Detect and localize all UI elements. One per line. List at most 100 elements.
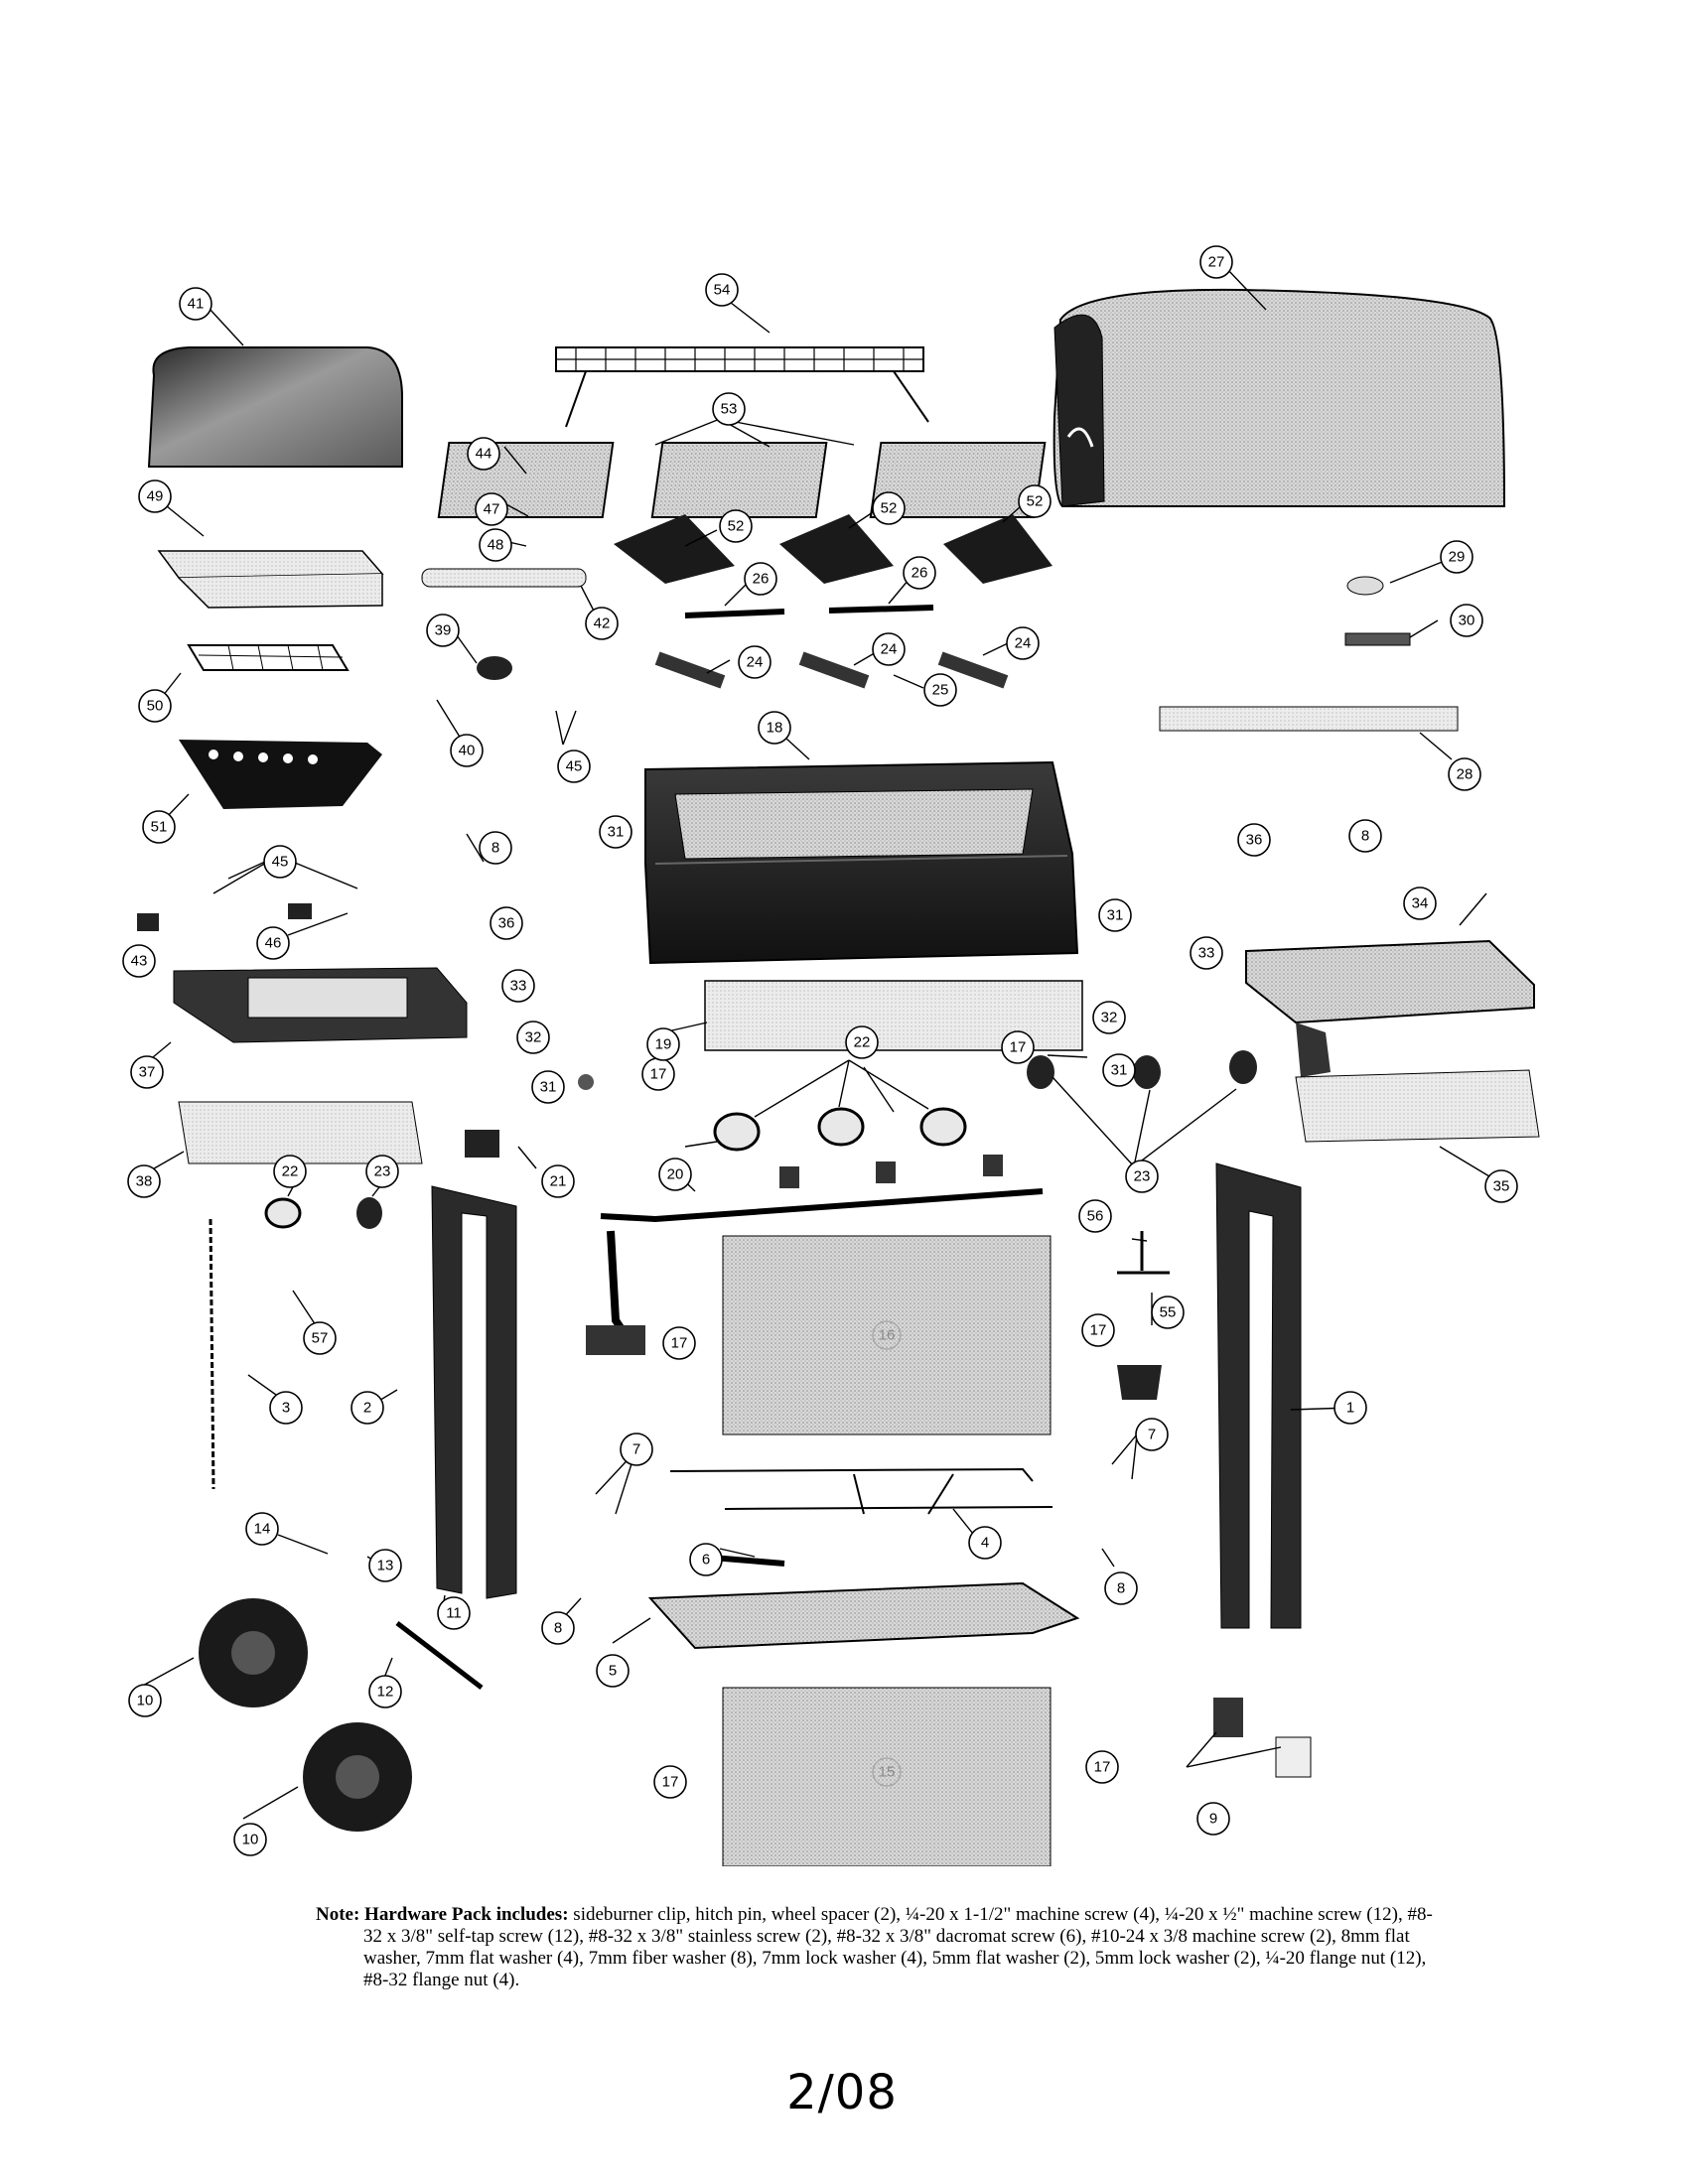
callout-17f: 17 xyxy=(1085,1750,1119,1784)
svg-text:31: 31 xyxy=(540,1079,557,1096)
callout-23b: 23 xyxy=(365,1155,399,1188)
callout-11: 11 xyxy=(437,1596,471,1630)
svg-text:38: 38 xyxy=(136,1173,153,1190)
svg-text:45: 45 xyxy=(272,854,289,871)
callout-40: 40 xyxy=(450,734,484,767)
callout-32a: 32 xyxy=(516,1021,550,1054)
svg-text:8: 8 xyxy=(491,840,499,857)
ignition-knob xyxy=(578,1074,594,1090)
svg-text:32: 32 xyxy=(525,1029,542,1046)
callout-7a: 7 xyxy=(620,1433,653,1466)
callout-31b: 31 xyxy=(1098,898,1132,932)
note-body: sideburner clip, hitch pin, wheel spacer… xyxy=(363,1904,1433,1990)
callout-7b: 7 xyxy=(1135,1418,1169,1451)
cross-braces xyxy=(669,1467,1053,1515)
svg-text:17: 17 xyxy=(662,1774,679,1791)
svg-text:35: 35 xyxy=(1493,1178,1510,1195)
svg-text:14: 14 xyxy=(254,1521,271,1538)
grease-cup-holder xyxy=(1117,1231,1170,1275)
svg-text:27: 27 xyxy=(1208,254,1225,271)
svg-text:8: 8 xyxy=(1361,828,1369,845)
callout-16: 16 xyxy=(872,1320,902,1350)
svg-text:26: 26 xyxy=(912,565,928,582)
callout-8b: 8 xyxy=(1348,819,1382,853)
svg-text:55: 55 xyxy=(1160,1304,1177,1321)
callout-30: 30 xyxy=(1450,604,1483,637)
callout-23a: 23 xyxy=(1125,1160,1159,1193)
svg-text:33: 33 xyxy=(510,978,527,995)
grease-cup xyxy=(1117,1365,1162,1400)
wheels xyxy=(199,1598,412,1832)
svg-text:17: 17 xyxy=(671,1335,688,1352)
svg-text:31: 31 xyxy=(608,824,625,841)
svg-text:20: 20 xyxy=(667,1166,684,1183)
cooking-grates xyxy=(437,442,1047,518)
side-burner-parts xyxy=(157,550,384,809)
callout-31c: 31 xyxy=(531,1070,565,1104)
callout-31d: 31 xyxy=(1102,1053,1136,1087)
right-side-shelf xyxy=(1245,939,1535,1077)
side-rail xyxy=(421,568,587,588)
note-lead: Note: Hardware Pack includes: xyxy=(316,1904,569,1925)
svg-text:44: 44 xyxy=(476,446,492,463)
callout-17e: 17 xyxy=(653,1765,687,1799)
svg-text:12: 12 xyxy=(377,1684,394,1701)
rear-panel xyxy=(1159,706,1459,732)
callout-42: 42 xyxy=(585,607,619,640)
caster-block xyxy=(1213,1698,1243,1737)
svg-text:28: 28 xyxy=(1457,766,1474,783)
svg-text:3: 3 xyxy=(282,1400,290,1417)
callout-53: 53 xyxy=(712,392,746,426)
svg-text:34: 34 xyxy=(1412,895,1429,912)
callout-17a: 17 xyxy=(641,1057,675,1091)
caster-pad xyxy=(1275,1736,1312,1778)
electrode-clip xyxy=(465,1130,499,1158)
svg-text:17: 17 xyxy=(1094,1759,1111,1776)
callout-26b: 26 xyxy=(903,556,936,590)
svg-text:26: 26 xyxy=(753,571,770,588)
svg-text:21: 21 xyxy=(550,1173,567,1190)
callout-31a: 31 xyxy=(599,815,632,849)
svg-text:32: 32 xyxy=(1101,1010,1118,1026)
svg-text:57: 57 xyxy=(312,1330,329,1347)
callout-12: 12 xyxy=(368,1675,402,1708)
callout-14: 14 xyxy=(245,1512,279,1546)
svg-text:52: 52 xyxy=(1027,493,1044,510)
svg-text:22: 22 xyxy=(854,1034,871,1051)
svg-text:13: 13 xyxy=(377,1558,394,1574)
svg-text:51: 51 xyxy=(151,819,168,836)
main-lid xyxy=(1052,288,1506,507)
gas-manifold xyxy=(586,1155,1044,1355)
svg-text:24: 24 xyxy=(747,654,764,671)
callout-19: 19 xyxy=(646,1027,680,1061)
callout-10a: 10 xyxy=(128,1684,162,1717)
warming-rack xyxy=(555,346,929,428)
svg-text:36: 36 xyxy=(498,915,515,932)
callout-46: 46 xyxy=(256,926,290,960)
igniter-button xyxy=(1346,576,1384,596)
callout-17d: 17 xyxy=(1081,1313,1115,1347)
svg-text:6: 6 xyxy=(702,1552,710,1569)
callout-18: 18 xyxy=(758,711,791,745)
svg-text:31: 31 xyxy=(1107,907,1124,924)
svg-text:45: 45 xyxy=(566,758,583,775)
callout-50: 50 xyxy=(138,689,172,723)
callout-17b: 17 xyxy=(1001,1030,1035,1064)
svg-text:17: 17 xyxy=(650,1066,667,1083)
callout-41: 41 xyxy=(179,287,212,321)
callout-54: 54 xyxy=(705,273,739,307)
callout-36b: 36 xyxy=(1237,823,1271,857)
firebox xyxy=(644,760,1079,965)
callout-47: 47 xyxy=(475,492,508,526)
callout-36a: 36 xyxy=(490,906,523,940)
callout-44: 44 xyxy=(467,437,500,471)
callout-29: 29 xyxy=(1440,540,1474,574)
svg-text:2: 2 xyxy=(363,1400,371,1417)
callout-6: 6 xyxy=(689,1543,723,1576)
callout-22a: 22 xyxy=(845,1025,879,1059)
heat-tents xyxy=(614,514,1052,584)
callout-52c: 52 xyxy=(1018,484,1052,518)
svg-text:56: 56 xyxy=(1087,1208,1104,1225)
callout-37: 37 xyxy=(130,1055,164,1089)
svg-text:29: 29 xyxy=(1449,549,1466,566)
